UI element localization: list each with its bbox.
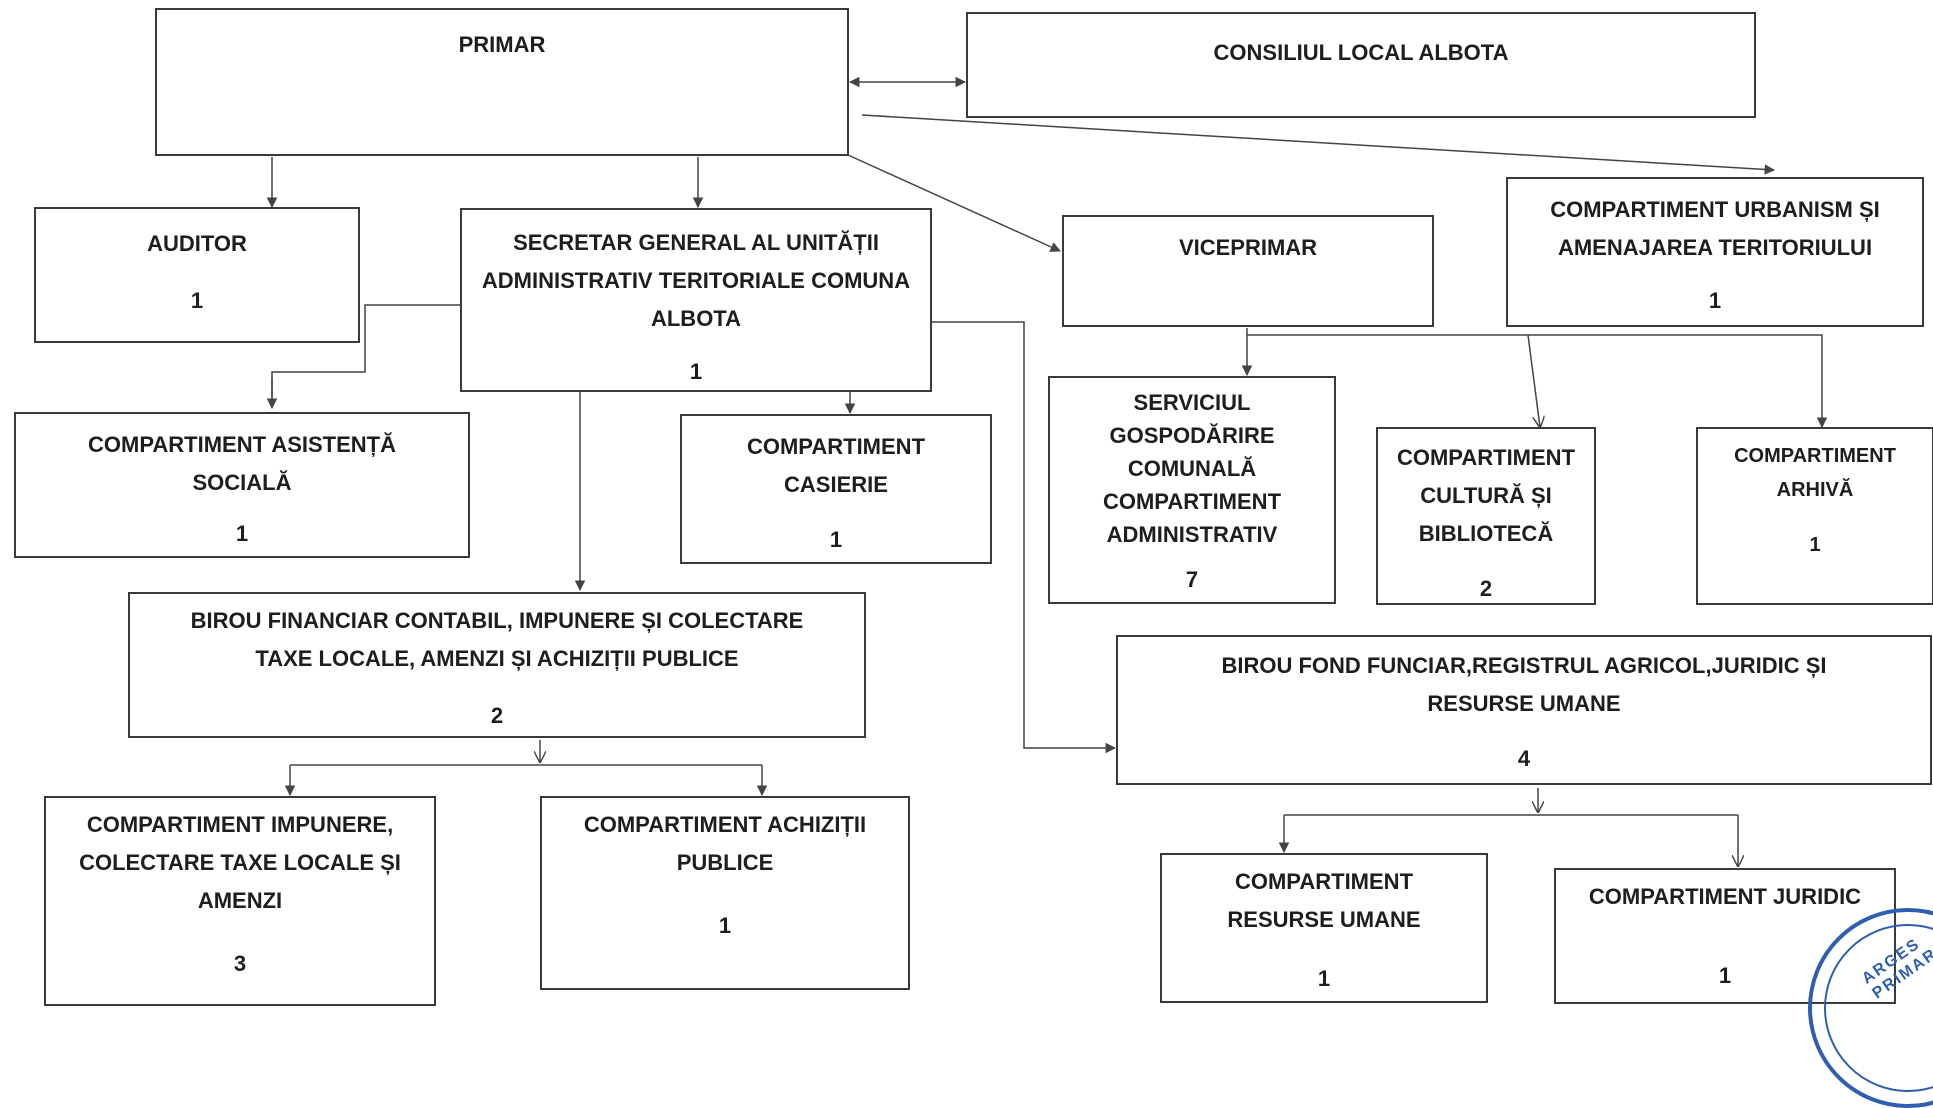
- birou-financiar-count: 2: [490, 703, 504, 728]
- casierie-count: 1: [829, 527, 843, 552]
- cultura-count: 2: [1479, 576, 1493, 601]
- primar-box: PRIMAR: [155, 8, 849, 156]
- link-vice-arhiva: [1528, 334, 1828, 429]
- consiliu-title: CONSILIUL LOCAL ALBOTA: [1213, 40, 1509, 65]
- resurse-box: COMPARTIMENT RESURSE UMANE 1: [1160, 853, 1488, 1003]
- auditor-count: 1: [190, 288, 204, 313]
- arhiva-count: 1: [1809, 534, 1821, 556]
- achizitii-count: 1: [718, 913, 732, 938]
- impunere-box: COMPARTIMENT IMPUNERE, COLECTARE TAXE LO…: [44, 796, 436, 1006]
- cultura-title: COMPARTIMENT CULTURĂ ȘI BIBLIOTECĂ: [1396, 445, 1576, 546]
- gospodarire-title: SERVICIUL GOSPODĂRIRE COMUNALĂ COMPARTIM…: [1102, 390, 1282, 547]
- birou-financiar-box: BIROU FINANCIAR CONTABIL, IMPUNERE ȘI CO…: [128, 592, 866, 738]
- link-secretar-fond: [932, 321, 1117, 754]
- urbanism-box: COMPARTIMENT URBANISM ȘI AMENAJAREA TERI…: [1506, 177, 1924, 327]
- achizitii-box: COMPARTIMENT ACHIZIȚII PUBLICE 1: [540, 796, 910, 990]
- juridic-count: 1: [1718, 963, 1732, 988]
- secretar-box: SECRETAR GENERAL AL UNITĂȚII ADMINISTRAT…: [460, 208, 932, 392]
- secretar-count: 1: [689, 359, 703, 384]
- asistenta-box: COMPARTIMENT ASISTENȚĂ SOCIALĂ 1: [14, 412, 470, 558]
- casierie-title: COMPARTIMENT CASIERIE: [746, 434, 926, 497]
- connector-layer: [266, 76, 1828, 1001]
- secretar-title: SECRETAR GENERAL AL UNITĂȚII ADMINISTRAT…: [481, 230, 911, 331]
- gospodarire-count: 7: [1185, 567, 1199, 592]
- auditor-title: AUDITOR: [147, 231, 247, 256]
- asistenta-title: COMPARTIMENT ASISTENȚĂ SOCIALĂ: [88, 432, 396, 495]
- cultura-box: COMPARTIMENT CULTURĂ ȘI BIBLIOTECĂ 2: [1376, 427, 1596, 605]
- viceprimar-title: VICEPRIMAR: [1178, 235, 1318, 260]
- asistenta-count: 1: [235, 521, 249, 546]
- birou-fond-title: BIROU FOND FUNCIAR,REGISTRUL AGRICOL,JUR…: [1221, 653, 1827, 716]
- birou-fond-count: 4: [1517, 746, 1531, 771]
- arhiva-title: COMPARTIMENT ARHIVĂ: [1734, 445, 1896, 501]
- link-primar-urbanism: [861, 114, 1776, 175]
- urbanism-count: 1: [1708, 288, 1722, 313]
- link-primar-viceprimar: [847, 154, 1061, 252]
- consiliu-box: CONSILIUL LOCAL ALBOTA: [966, 12, 1756, 118]
- viceprimar-box: VICEPRIMAR: [1062, 215, 1434, 327]
- resurse-count: 1: [1317, 966, 1331, 991]
- auditor-box: AUDITOR 1: [34, 207, 360, 343]
- resurse-title: COMPARTIMENT RESURSE UMANE: [1227, 869, 1421, 932]
- impunere-count: 3: [233, 951, 247, 976]
- birou-financiar-title: BIROU FINANCIAR CONTABIL, IMPUNERE ȘI CO…: [190, 608, 804, 671]
- arhiva-box: COMPARTIMENT ARHIVĂ 1: [1696, 427, 1933, 605]
- juridic-title: COMPARTIMENT JURIDIC: [1588, 884, 1862, 909]
- urbanism-title: COMPARTIMENT URBANISM ȘI AMENAJAREA TERI…: [1550, 197, 1880, 260]
- impunere-title: COMPARTIMENT IMPUNERE, COLECTARE TAXE LO…: [79, 812, 401, 913]
- primar-title: PRIMAR: [458, 32, 546, 57]
- casierie-box: COMPARTIMENT CASIERIE 1: [680, 414, 992, 564]
- achizitii-title: COMPARTIMENT ACHIZIȚII PUBLICE: [583, 812, 867, 875]
- gospodarire-box: SERVICIUL GOSPODĂRIRE COMUNALĂ COMPARTIM…: [1048, 376, 1336, 604]
- birou-fond-box: BIROU FOND FUNCIAR,REGISTRUL AGRICOL,JUR…: [1116, 635, 1932, 785]
